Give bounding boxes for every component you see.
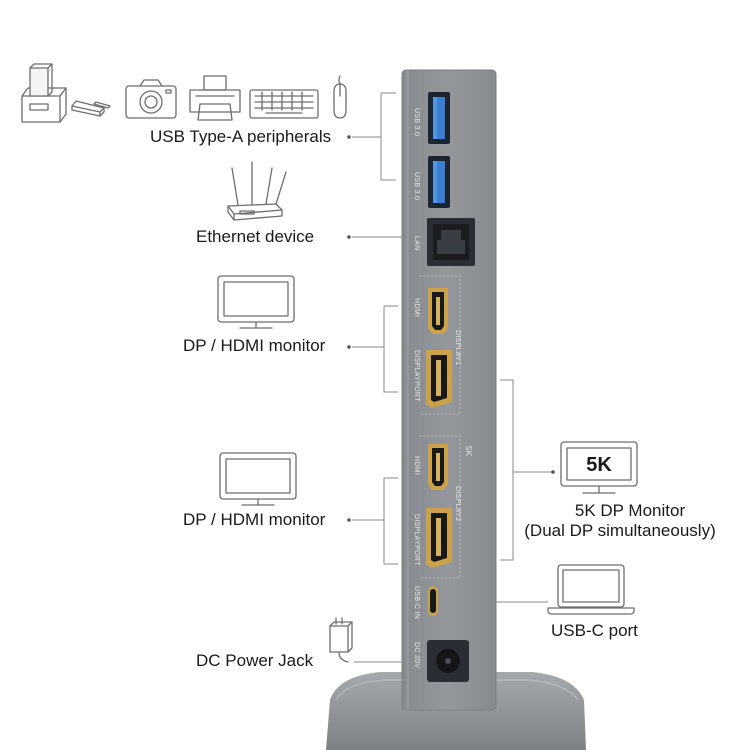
port-label-usb2: USB 3.0 bbox=[413, 172, 420, 200]
monitor-5k-badge: 5K bbox=[586, 454, 612, 476]
port-label-usbc-in: USB-C IN bbox=[413, 586, 420, 619]
connector-dot bbox=[347, 235, 351, 239]
dc-power-jack-port[interactable] bbox=[427, 640, 469, 682]
router-icon bbox=[227, 161, 287, 221]
displayport-port-2[interactable] bbox=[426, 508, 452, 568]
mouse-icon bbox=[333, 75, 347, 119]
port-label-lan: LAN bbox=[413, 236, 420, 251]
label-usb-c-port: USB-C port bbox=[551, 621, 638, 640]
port-group-outline bbox=[419, 275, 461, 579]
connector-dot bbox=[347, 518, 351, 522]
port-label-usb1: USB 3.0 bbox=[413, 108, 420, 136]
hdmi-port-1[interactable] bbox=[428, 288, 448, 334]
usb-port-1[interactable] bbox=[428, 92, 450, 144]
label-dual-dp: (Dual DP simultaneously) bbox=[524, 521, 716, 540]
camera-icon bbox=[125, 79, 177, 119]
usb-stick-icon bbox=[71, 100, 111, 117]
displayport-port-1[interactable] bbox=[426, 350, 452, 408]
label-monitor-2: DP / HDMI monitor bbox=[183, 510, 326, 529]
port-label-hdmi1: HDMI bbox=[413, 298, 420, 317]
usb-c-port[interactable] bbox=[428, 586, 438, 616]
monitor-icon bbox=[217, 275, 295, 329]
label-monitor-1: DP / HDMI monitor bbox=[183, 336, 326, 355]
port-label-dp2: DISPLAYPORT bbox=[413, 514, 420, 566]
port-label-display2: DISPLAY2 bbox=[454, 486, 461, 521]
label-5k-dp-monitor: 5K DP Monitor bbox=[574, 501, 686, 520]
connector-dot bbox=[347, 345, 351, 349]
label-usb-peripherals: USB Type-A peripherals bbox=[150, 127, 332, 146]
hdmi-port-2[interactable] bbox=[428, 444, 448, 490]
label-ethernet-device: Ethernet device bbox=[196, 227, 315, 246]
monitor-icon bbox=[219, 452, 297, 506]
keyboard-icon bbox=[249, 89, 319, 119]
port-label-dp1: DISPLAYPORT bbox=[413, 350, 420, 402]
port-label-display1: DISPLAY1 bbox=[454, 330, 461, 365]
connector-dot bbox=[551, 470, 555, 474]
hdd-dock-icon bbox=[21, 63, 67, 123]
laptop-icon bbox=[547, 564, 635, 615]
monitor-5k-icon bbox=[560, 441, 638, 494]
port-label-dc20v: DC 20V bbox=[413, 642, 420, 668]
connector-dot bbox=[347, 135, 351, 139]
port-label-hdmi2: HDMI bbox=[413, 456, 420, 475]
power-adapter-icon bbox=[329, 617, 353, 663]
lan-port[interactable] bbox=[427, 218, 475, 266]
printer-icon bbox=[189, 75, 241, 121]
usb-port-2[interactable] bbox=[428, 156, 450, 208]
port-label-5k: 5K bbox=[464, 446, 473, 457]
label-dc-power-jack: DC Power Jack bbox=[196, 651, 314, 670]
